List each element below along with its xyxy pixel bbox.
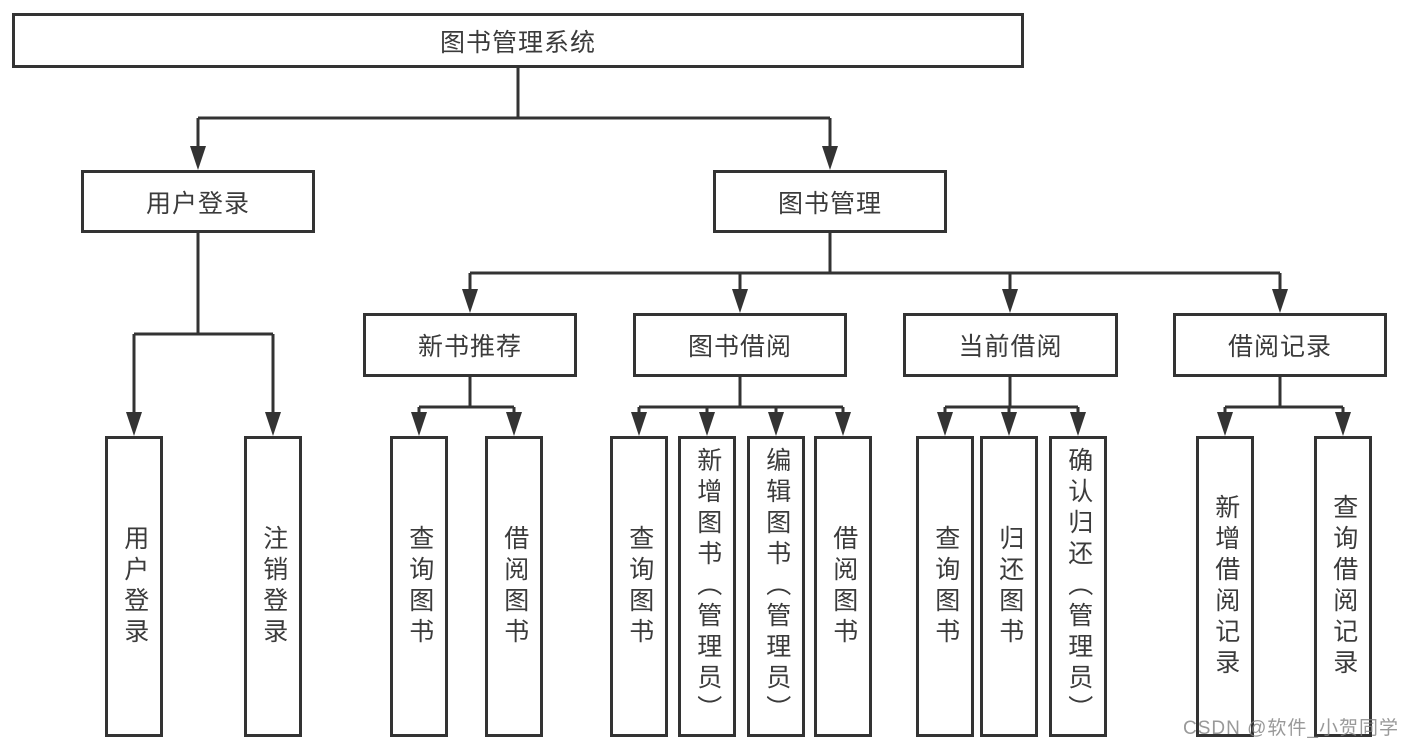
node-label: 图书借阅 [687,333,792,361]
node-label: 借阅图书 [500,524,529,649]
node-label: 新书推荐 [417,333,522,361]
leaf-confirm-return-admin: 确认归还（管理员） [1049,436,1107,737]
node-label: 借阅图书 [829,524,858,649]
leaf-logout-login: 注销登录 [244,436,302,737]
node-book-borrowing: 图书借阅 [633,313,847,377]
leaf-borrow-books-recommend: 借阅图书 [485,436,543,737]
leaf-add-borrow-record: 新增借阅记录 [1196,436,1254,737]
watermark: CSDN @软件_小贺同学 [1183,718,1399,739]
node-label: 确认归还（管理员） [1064,447,1093,726]
node-label: 图书管理系统 [439,28,596,57]
node-label: 编辑图书（管理员） [762,447,791,726]
node-book-management: 图书管理 [713,170,947,233]
node-label: 注销登录 [259,524,288,649]
node-label: 查询图书 [405,524,434,649]
node-label: 借阅记录 [1227,333,1332,361]
node-label: 查询图书 [625,524,654,649]
node-new-book-recommendation: 新书推荐 [363,313,577,377]
node-label: 查询借阅记录 [1329,493,1358,680]
node-library-system: 图书管理系统 [12,13,1024,68]
leaf-add-books-admin: 新增图书（管理员） [678,436,736,737]
leaf-query-books-recommend: 查询图书 [390,436,448,737]
leaf-user-login: 用户登录 [105,436,163,737]
leaf-borrow-books-borrowing: 借阅图书 [814,436,872,737]
node-user-login: 用户登录 [81,170,315,233]
leaf-edit-books-admin: 编辑图书（管理员） [747,436,805,737]
leaf-return-books: 归还图书 [980,436,1038,737]
node-label: 查询图书 [931,524,960,649]
leaf-query-books-current: 查询图书 [916,436,974,737]
leaf-query-borrow-record: 查询借阅记录 [1314,436,1372,737]
node-label: 当前借阅 [958,333,1063,361]
leaf-query-books-borrowing: 查询图书 [610,436,668,737]
node-label: 归还图书 [995,524,1024,649]
node-borrowing-records: 借阅记录 [1173,313,1387,377]
node-label: 图书管理 [777,189,882,218]
node-label: 新增借阅记录 [1211,493,1240,680]
node-label: 用户登录 [120,524,149,649]
node-label: 新增图书（管理员） [693,447,722,726]
node-label: 用户登录 [145,189,250,218]
node-current-borrowing: 当前借阅 [903,313,1118,377]
